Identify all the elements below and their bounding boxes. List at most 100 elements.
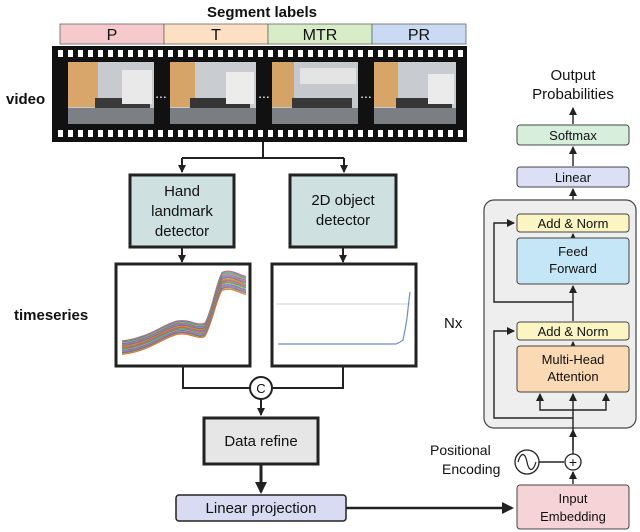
film-sprocket-hole (358, 130, 363, 137)
residual-attn (493, 327, 573, 419)
output-probabilities-line-1: Output (550, 67, 596, 84)
segment-T-label: T (211, 27, 221, 44)
film-sprocket-hole (118, 130, 123, 137)
output-probabilities-line-2: Probabilities (532, 86, 614, 103)
film-sprocket-hole (258, 50, 263, 57)
film-sprocket-hole (138, 130, 143, 137)
film-sprocket-hole (108, 50, 113, 57)
hand-detector-line-3: detector (155, 223, 209, 240)
film-sprocket-hole (278, 50, 283, 57)
film-sprocket-hole (58, 50, 63, 57)
film-sprocket-hole (248, 50, 253, 57)
film-sprocket-hole (168, 50, 173, 57)
feed-forward-block (516, 237, 630, 285)
film-sprocket-hole (188, 130, 193, 137)
object-detector-line-2: detector (316, 212, 370, 229)
film-sprocket-hole (368, 50, 373, 57)
film-sprocket-hole (148, 130, 153, 137)
positional-line-2: Encoding (442, 461, 500, 477)
film-sprocket-hole (218, 50, 223, 57)
video-frame-3 (272, 62, 358, 124)
film-sprocket-hole (158, 130, 163, 137)
object-timeseries-plot (270, 262, 418, 368)
film-sprocket-hole (198, 130, 203, 137)
film-sprocket-hole (98, 50, 103, 57)
add-norm-bottom-block (516, 321, 630, 341)
feed-forward-line-2: Forward (549, 261, 597, 276)
film-sprocket-hole (278, 130, 283, 137)
film-sprocket-hole (318, 50, 323, 57)
hand-timeseries-plot (114, 262, 252, 368)
film-sprocket-hole (208, 50, 213, 57)
film-sprocket-hole (128, 130, 133, 137)
film-sprocket-hole (348, 130, 353, 137)
film-sprocket-hole (408, 50, 413, 57)
input-embedding-line-2: Embedding (540, 509, 606, 524)
hand-detector-line-2: landmark (151, 203, 213, 220)
film-sprocket-hole (78, 50, 83, 57)
film-sprocket-hole (398, 50, 403, 57)
film-sprocket-hole (418, 130, 423, 137)
film-sprocket-hole (328, 50, 333, 57)
film-sprocket-hole (388, 50, 393, 57)
film-sprocket-hole (308, 50, 313, 57)
film-sprocket-hole (448, 130, 453, 137)
film-sprocket-hole (288, 50, 293, 57)
segment-P-label: P (107, 27, 118, 44)
film-sprocket-hole (238, 50, 243, 57)
film-sprocket-hole (98, 130, 103, 137)
sine-wave-icon (517, 453, 537, 471)
film-sprocket-hole (248, 130, 253, 137)
segment-labels-title: Segment labels (207, 4, 317, 21)
hand-landmark-series-line (121, 288, 247, 355)
film-sprocket-hole (148, 50, 153, 57)
timeseries-label: timeseries (14, 307, 88, 324)
film-sprocket-hole (448, 50, 453, 57)
film-sprocket-hole (228, 50, 233, 57)
segment-PR-label: PR (408, 27, 430, 44)
film-sprocket-hole (118, 50, 123, 57)
film-sprocket-hole (188, 50, 193, 57)
softmax-label: Softmax (549, 128, 597, 143)
film-sprocket-hole (228, 130, 233, 137)
object-detector-line-1: 2D object (311, 192, 375, 209)
add-norm-top-label: Add & Norm (538, 216, 609, 231)
film-strip: ... ... ... (52, 46, 467, 142)
film-sprocket-hole (198, 50, 203, 57)
film-sprocket-hole (378, 50, 383, 57)
linear-label: Linear (555, 170, 592, 185)
film-sprocket-hole (58, 130, 63, 137)
film-sprocket-hole (428, 50, 433, 57)
film-sprocket-hole (238, 130, 243, 137)
film-sprocket-hole (128, 50, 133, 57)
nx-label: Nx (444, 315, 463, 332)
input-embedding-line-1: Input (559, 491, 588, 506)
film-sprocket-hole (298, 130, 303, 137)
residual-ff (493, 219, 573, 303)
video-frame-2 (170, 62, 256, 124)
video-to-detectors-line (182, 142, 344, 159)
film-sprocket-hole (68, 130, 73, 137)
film-sprocket-hole (358, 50, 363, 57)
video-label: video (6, 91, 45, 108)
film-sprocket-hole (138, 50, 143, 57)
object-detector (288, 173, 398, 249)
input-embedding-block (516, 484, 630, 530)
film-sprocket-hole (78, 130, 83, 137)
film-sprocket-hole (158, 50, 163, 57)
film-sprocket-hole (168, 130, 173, 137)
film-sprocket-hole (338, 130, 343, 137)
film-sprocket-hole (258, 130, 263, 137)
film-sprockets (58, 50, 463, 137)
attention-line-1: Multi-Head (542, 352, 605, 367)
film-sprocket-hole (338, 50, 343, 57)
film-sprocket-hole (418, 50, 423, 57)
film-sprocket-hole (208, 130, 213, 137)
film-sprocket-hole (218, 130, 223, 137)
feed-forward-line-1: Feed (558, 244, 588, 259)
frame-ellipsis-2: ... (258, 85, 270, 101)
film-sprocket-hole (458, 50, 463, 57)
attention-line-2: Attention (547, 369, 598, 384)
film-sprocket-hole (458, 130, 463, 137)
film-sprocket-hole (298, 50, 303, 57)
